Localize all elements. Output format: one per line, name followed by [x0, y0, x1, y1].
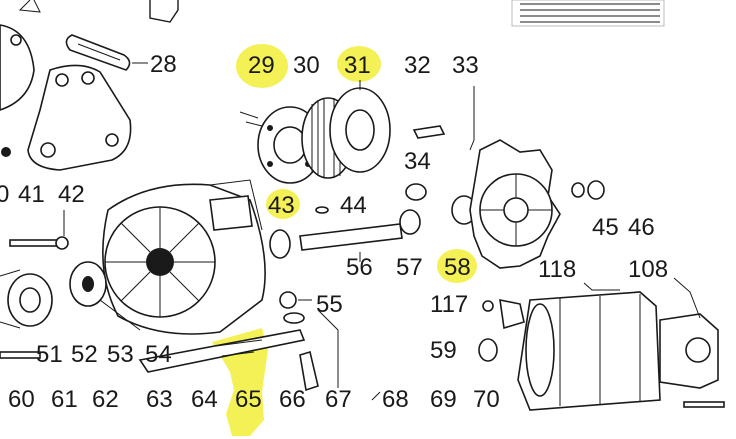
- label-33: 33: [452, 52, 479, 79]
- label-43: 43: [268, 192, 295, 219]
- leader-118: [583, 282, 620, 291]
- label-55: 55: [316, 291, 343, 318]
- part-57-spacer: [399, 209, 421, 235]
- label-64: 64: [191, 386, 218, 413]
- part-44-key: [315, 206, 329, 214]
- part-70-rod: [683, 401, 725, 408]
- part-31-rotor: [329, 80, 391, 173]
- label-30: 30: [293, 52, 320, 79]
- part-46-nut: [587, 180, 605, 200]
- base-plate: [138, 329, 306, 373]
- highlight-29: [236, 44, 288, 88]
- label-46: 46: [628, 214, 655, 241]
- radiator-fins: [520, 3, 660, 23]
- part-60-rod: [0, 351, 41, 359]
- leader-67: [317, 309, 339, 388]
- label-57: 57: [396, 254, 423, 281]
- part-66-screw: [299, 350, 319, 392]
- label-45: 45: [592, 214, 619, 241]
- label-66: 66: [279, 386, 306, 413]
- leader-68: [371, 391, 381, 401]
- part-42-bolt: [9, 210, 69, 250]
- label-0: 0: [0, 181, 9, 208]
- label-118: 118: [538, 256, 576, 283]
- plate-slot: [215, 339, 263, 357]
- motor-bolt-icon: [10, 34, 22, 46]
- leader-108: [673, 277, 701, 319]
- label-53: 53: [107, 341, 134, 368]
- label-29: 29: [248, 52, 275, 79]
- label-63: 63: [146, 386, 173, 413]
- label-44: 44: [340, 192, 367, 219]
- label-34: 34: [404, 148, 431, 175]
- label-28: 28: [150, 51, 177, 78]
- part-28-strap: [65, 34, 148, 71]
- alternator-housing: [102, 179, 266, 335]
- label-70: 70: [473, 386, 500, 413]
- label-56: 56: [346, 254, 373, 281]
- pulley-assembly: [0, 261, 141, 331]
- label-67: 67: [325, 386, 352, 413]
- part-55-nut: [279, 291, 312, 324]
- label-117: 117: [430, 291, 468, 318]
- label-61: 61: [51, 386, 78, 413]
- label-108: 108: [628, 256, 668, 283]
- highlight-43: [266, 189, 300, 219]
- highlight-58: [437, 249, 477, 283]
- part-117-118-bracket: [482, 298, 525, 330]
- leader-33: [469, 86, 475, 151]
- part-45-washer: [571, 182, 585, 198]
- arrow-fragment: [18, 0, 41, 13]
- label-68: 68: [382, 386, 409, 413]
- label-69: 69: [430, 386, 457, 413]
- label-51: 51: [36, 341, 63, 368]
- label-32: 32: [404, 52, 431, 79]
- label-42: 42: [58, 181, 85, 208]
- label-62: 62: [92, 386, 119, 413]
- part-41-bracket: [1, 64, 132, 171]
- part-56-shaft: [269, 223, 403, 262]
- part-33-fan: [469, 139, 561, 269]
- label-31: 31: [344, 52, 371, 79]
- label-52: 52: [71, 341, 98, 368]
- label-54: 54: [145, 341, 172, 368]
- bracket-top-fragment: [149, 0, 179, 23]
- starter-motor: [517, 291, 719, 411]
- part-34-bearing: [405, 183, 427, 201]
- highlight-31: [337, 46, 381, 82]
- part-32-clip: [412, 125, 446, 139]
- motor-fragment-left: [0, 24, 35, 111]
- label-59: 59: [430, 337, 457, 364]
- label-65: 65: [235, 386, 262, 413]
- label-41: 41: [18, 181, 45, 208]
- part-59-terminal: [478, 338, 498, 362]
- label-60: 60: [8, 386, 35, 413]
- label-58: 58: [444, 254, 471, 281]
